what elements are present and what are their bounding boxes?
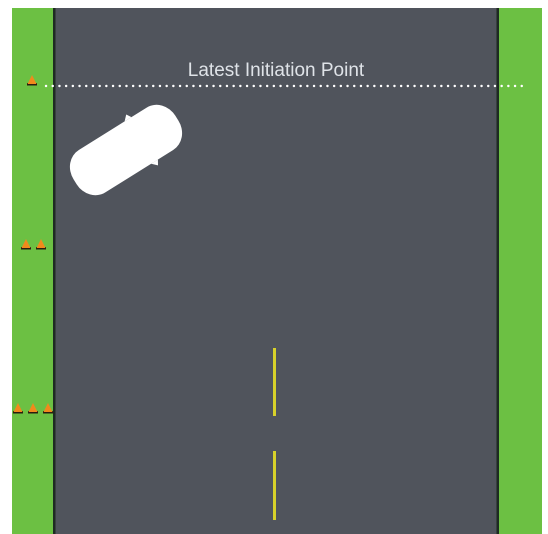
center-line-dash-1 bbox=[273, 348, 276, 416]
right-road-edge bbox=[497, 8, 500, 534]
left-grass bbox=[12, 8, 54, 534]
right-grass bbox=[498, 8, 542, 534]
initiation-point-label: Latest Initiation Point bbox=[188, 60, 365, 81]
center-line-dash-2 bbox=[273, 451, 276, 520]
